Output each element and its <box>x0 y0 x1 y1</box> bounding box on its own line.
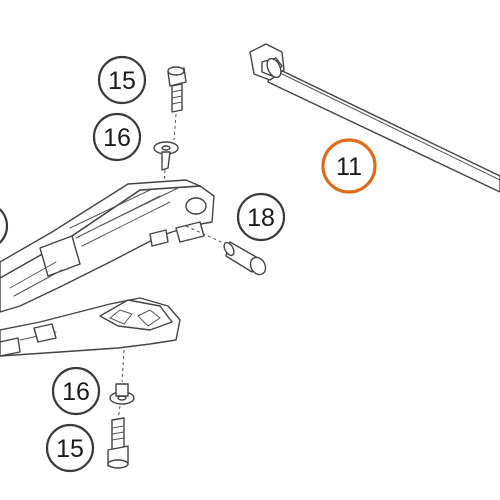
callout-15-bottom-label: 15 <box>56 435 84 463</box>
callout-11-highlighted[interactable]: 11 <box>321 138 377 194</box>
callout-15-top-label: 15 <box>108 67 136 95</box>
bolt-15-bottom <box>107 417 129 469</box>
mounting-plate-lower <box>0 297 181 383</box>
stand-bracket-upper <box>0 179 215 313</box>
callout-16-bottom[interactable]: 16 <box>51 366 101 416</box>
callout-15-top[interactable]: 15 <box>97 55 147 105</box>
washer-16-bottom <box>109 383 135 421</box>
callout-16-top-label: 16 <box>103 124 131 152</box>
callout-13[interactable]: 13 <box>0 203 9 249</box>
callout-18[interactable]: 18 <box>236 192 286 242</box>
callout-15-bottom[interactable]: 15 <box>45 423 95 473</box>
highlight-ring <box>321 138 377 194</box>
callout-16-bottom-label: 16 <box>62 378 90 406</box>
axle-shaft <box>249 43 500 193</box>
callout-18-label: 18 <box>247 204 275 232</box>
callout-16-top[interactable]: 16 <box>92 112 142 162</box>
callout-11-label: 11 <box>336 153 362 181</box>
pin-18 <box>185 225 267 276</box>
bolt-15-top <box>167 66 187 141</box>
washer-16-top <box>153 141 179 191</box>
